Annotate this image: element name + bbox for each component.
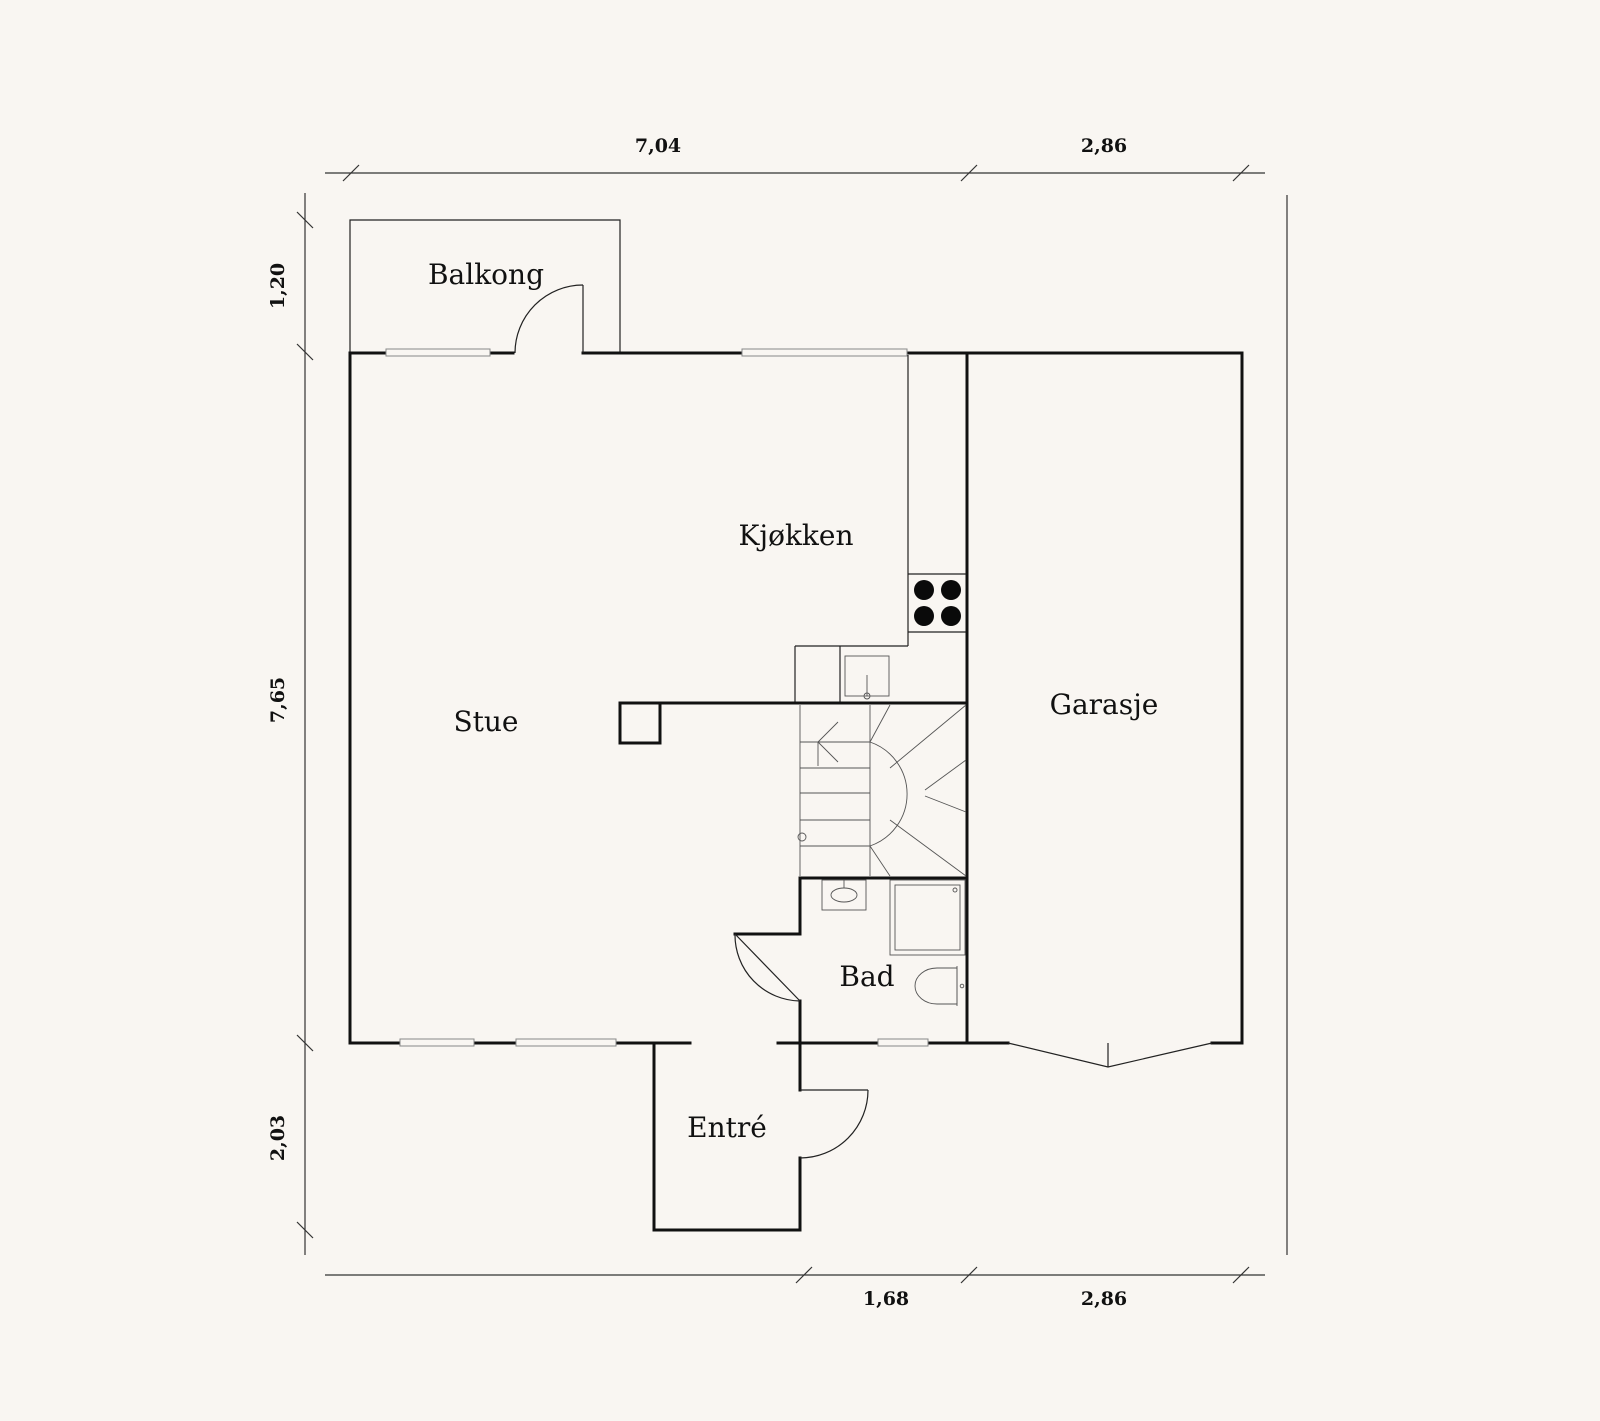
dim-label-bottom-right: 2,86 (1081, 1288, 1127, 1310)
dim-label-left-top: 1,20 (267, 263, 289, 309)
windows (385, 348, 929, 1047)
room-label-kjokken: Kjøkken (739, 519, 854, 552)
dim-label-bottom-middle: 1,68 (863, 1288, 909, 1310)
room-label-garasje: Garasje (1050, 688, 1159, 721)
stair-arrow-icon (817, 721, 870, 766)
door-swing-icon (514, 284, 584, 354)
shower-icon (889, 879, 966, 956)
door-swing-icon (734, 933, 801, 1002)
kitchen-counter (794, 355, 966, 703)
dim-label-top-right: 2,86 (1081, 135, 1127, 157)
room-label-bad: Bad (839, 960, 894, 993)
room-label-stue: Stue (453, 705, 518, 738)
exterior-walls (348, 351, 1244, 1045)
sink-icon (821, 879, 867, 911)
entrance (652, 1041, 869, 1232)
staircase (797, 704, 967, 877)
room-label-balkong: Balkong (428, 258, 544, 291)
balcony-outline (349, 219, 621, 353)
room-label-entre: Entré (687, 1111, 767, 1144)
interior-walls (618, 701, 969, 1045)
sink-icon (844, 655, 890, 700)
stove-icon (914, 580, 961, 626)
dim-label-left-middle: 7,65 (267, 677, 289, 723)
toilet-icon (914, 966, 965, 1006)
balcony-door (514, 284, 584, 354)
bathroom-fixtures (821, 879, 966, 1006)
dim-label-top-left: 7,04 (635, 135, 681, 157)
garage-door (1007, 1042, 1213, 1068)
bathroom-door (734, 933, 801, 1002)
door-swing-icon (799, 1089, 869, 1159)
dim-label-left-bottom: 2,03 (267, 1115, 289, 1161)
dimension-lines (296, 164, 1288, 1284)
